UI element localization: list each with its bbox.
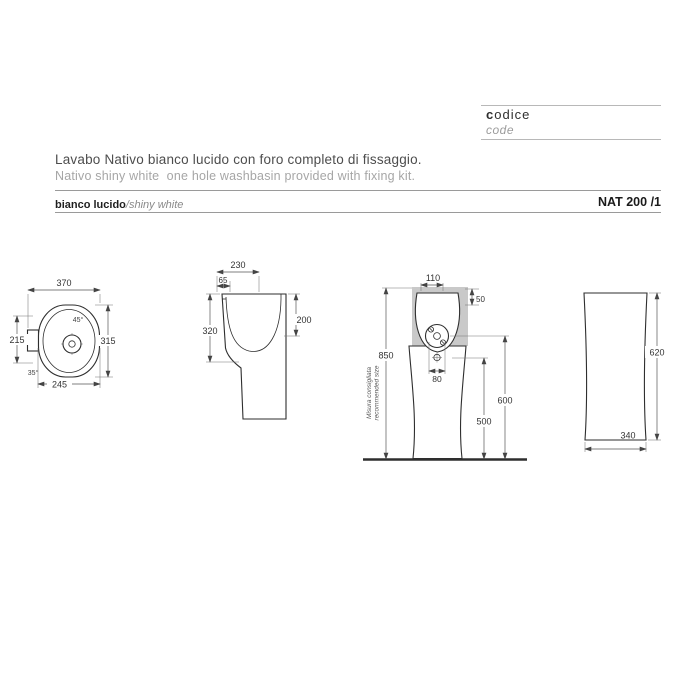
dim-620: 620 — [645, 292, 670, 441]
dim-65: 65 — [216, 276, 231, 292]
product-title-en: Nativo shiny white one hole washbasin pr… — [55, 169, 416, 183]
pedestal-side-drawing: 620 340 — [583, 292, 670, 452]
bowl-section-line — [225, 296, 282, 352]
dim-200: 200 — [284, 293, 315, 337]
dim-370-label: 370 — [56, 278, 71, 288]
code-label: code — [486, 123, 515, 137]
dim-850: 850 — [374, 287, 412, 460]
dim-850-label: 850 — [378, 351, 393, 361]
dim-340: 340 — [584, 431, 647, 452]
finish-name-it: bianco lucido — [55, 199, 126, 211]
pedestal-front-outline — [408, 345, 467, 460]
product-title-it: Lavabo Nativo bianco lucido con foro com… — [55, 152, 422, 167]
basin-inner-outline — [42, 309, 96, 373]
dim-320: 320 — [198, 293, 239, 363]
divider-top — [55, 190, 661, 191]
angle-45-label: 45° — [73, 316, 84, 324]
dim-215-label: 215 — [9, 335, 24, 345]
dim-65-label: 65 — [219, 276, 228, 285]
dim-315-label: 315 — [100, 336, 115, 346]
product-code: NAT 200 /1 — [598, 195, 661, 209]
dim-215: 215 — [5, 315, 33, 364]
angle-35-label: 35° — [28, 369, 39, 377]
dim-500: 500 — [452, 357, 497, 460]
codice-initial: c — [486, 107, 495, 122]
dim-600-label: 600 — [497, 396, 512, 406]
dim-245: 245 — [37, 348, 101, 390]
tap-ledge — [26, 329, 40, 352]
codice-label: codice — [486, 107, 530, 122]
divider-bottom — [55, 212, 661, 213]
dim-245-label: 245 — [52, 380, 67, 390]
dim-50-label: 50 — [476, 295, 485, 304]
dim-315: 315 — [95, 304, 120, 378]
side-view-drawing: 230 65 320 200 — [198, 260, 315, 420]
codice-rest: odice — [494, 107, 531, 122]
dim-110-label: 110 — [426, 273, 440, 283]
dim-110: 110 — [420, 273, 444, 291]
header-rule-bottom — [481, 139, 661, 140]
side-profile-outline — [221, 293, 287, 420]
top-view-drawing: 45° 35° 370 215 315 — [5, 278, 120, 390]
dim-320-label: 320 — [202, 326, 217, 336]
recommended-size-note-en: recommended size — [374, 365, 381, 420]
dim-340-label: 340 — [620, 431, 635, 441]
dim-620-label: 620 — [649, 348, 664, 358]
dim-230: 230 — [216, 260, 260, 292]
dim-50: 50 — [465, 288, 485, 306]
dim-80-label: 80 — [432, 374, 442, 384]
front-view-drawing: 110 50 850 80 — [363, 273, 527, 461]
finish-name-en: /shiny white — [125, 199, 184, 211]
dim-200-label: 200 — [296, 315, 311, 325]
dim-80: 80 — [428, 342, 446, 384]
dim-370: 370 — [27, 278, 101, 328]
dim-500-label: 500 — [476, 417, 491, 427]
dim-600: 600 — [450, 335, 518, 460]
drain-hole-top — [62, 334, 82, 354]
header-rule-top — [481, 105, 661, 106]
pedestal-side-outline — [583, 292, 648, 441]
recommended-size-note-it: Misura consigliata — [366, 367, 373, 419]
finish-row: bianco lucido/shiny white NAT 200 /1 — [55, 195, 661, 211]
dim-230-label: 230 — [230, 260, 245, 270]
